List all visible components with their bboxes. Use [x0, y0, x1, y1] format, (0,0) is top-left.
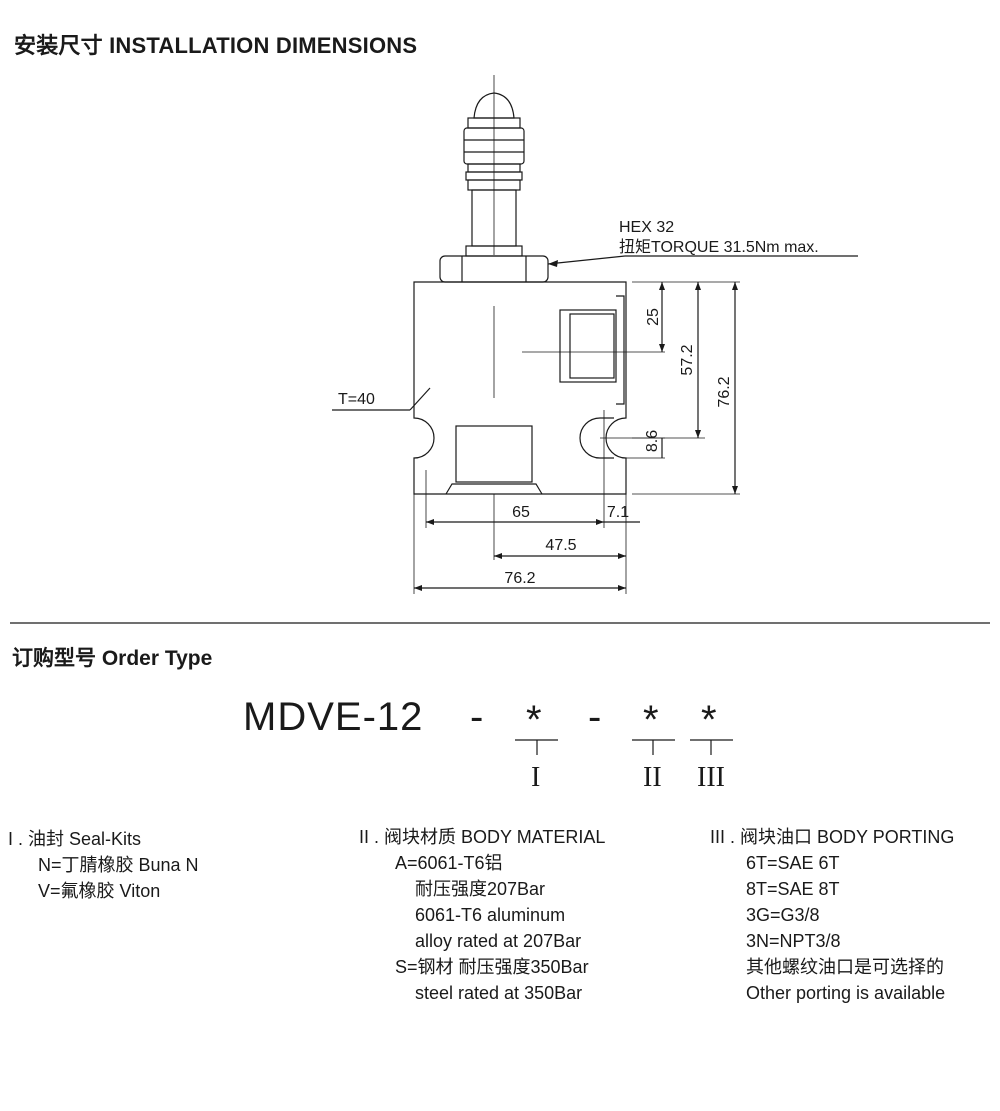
dim-57-2: 57.2	[679, 344, 696, 375]
porting-option-3g: 3G=G3/8	[746, 905, 820, 925]
seal-option-v: V=氟橡胶 Viton	[38, 881, 161, 901]
seal-kits-heading: I . 油封 Seal-Kits	[8, 829, 142, 849]
material-s-rating-en: steel rated at 350Bar	[415, 983, 583, 1003]
hex-nut	[439, 255, 549, 283]
dim-65: 65	[512, 504, 530, 521]
thickness-label: T=40	[338, 391, 375, 408]
material-a-alloy: 6061-T6 aluminum	[415, 905, 566, 925]
material-option-s: S=钢材 耐压强度350Bar	[395, 957, 589, 977]
dim-47-5: 47.5	[545, 537, 576, 554]
porting-note-cn: 其他螺纹油口是可选择的	[746, 957, 944, 977]
model-option-2: *	[643, 698, 659, 742]
porting-note-en: Other porting is available	[746, 983, 946, 1003]
side-port	[559, 309, 617, 383]
option-label-ii: II	[643, 762, 662, 793]
body-porting-heading: III . 阀块油口 BODY PORTING	[710, 827, 955, 847]
order-type-title: 订购型号 Order Type	[12, 647, 213, 670]
material-a-rating-en: alloy rated at 207Bar	[415, 931, 582, 951]
porting-option-6t: 6T=SAE 6T	[746, 853, 840, 873]
model-code: MDVE-12	[243, 695, 424, 739]
body-porting-section: III . 阀块油口 BODY PORTING 6T=SAE 6T 8T=SAE…	[710, 824, 954, 1006]
porting-option-8t: 8T=SAE 8T	[746, 879, 840, 899]
dim-76-2-horizontal: 76.2	[504, 570, 535, 587]
hex-label: HEX 32	[619, 219, 674, 236]
dim-8-6: 8.6	[644, 430, 661, 452]
dim-76-2-vertical: 76.2	[716, 376, 733, 407]
bottom-port	[455, 425, 533, 483]
installation-title: 安装尺寸 INSTALLATION DIMENSIONS	[14, 33, 418, 58]
seal-option-n: N=丁腈橡胶 Buna N	[38, 855, 199, 875]
model-dash-1: -	[470, 695, 484, 739]
dim-25: 25	[645, 308, 662, 326]
porting-option-3n: 3N=NPT3/8	[746, 931, 841, 951]
material-a-rating-cn: 耐压强度207Bar	[415, 879, 546, 899]
cap-dome	[473, 92, 515, 119]
body-material-heading: II . 阀块材质 BODY MATERIAL	[359, 827, 606, 847]
mount-slot-right	[579, 417, 614, 459]
option-label-iii: III	[697, 762, 725, 793]
model-option-3: *	[701, 698, 717, 742]
seal-kits-section: I . 油封 Seal-Kits N=丁腈橡胶 Buna N V=氟橡胶 Vit…	[8, 826, 199, 904]
torque-label: 扭矩TORQUE 31.5Nm max.	[619, 238, 819, 256]
material-option-a: A=6061-T6铝	[395, 853, 503, 873]
hex-leader	[547, 255, 626, 265]
model-dash-2: -	[588, 695, 602, 739]
model-option-1: *	[526, 698, 542, 742]
dim-7-1: 7.1	[607, 504, 629, 521]
body-material-section: II . 阀块材质 BODY MATERIAL A=6061-T6铝 耐压强度2…	[359, 824, 605, 1006]
option-label-i: I	[531, 762, 541, 793]
